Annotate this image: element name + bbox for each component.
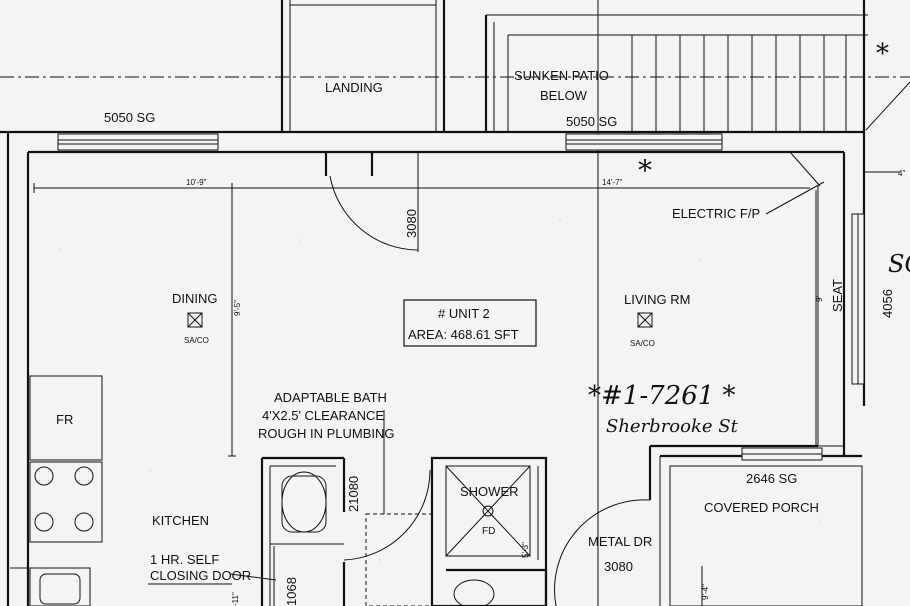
sunken-patio-steps (484, 0, 910, 132)
entry-door-top (324, 152, 419, 252)
sunken-patio-label: SUNKEN PATIO (514, 68, 609, 83)
kitchen-label: KITCHEN (152, 513, 209, 528)
dim-vertical-left-label: 9'-5" (233, 300, 242, 316)
smoke-alarm-living (637, 312, 653, 328)
covered-porch-label: COVERED PORCH (704, 500, 819, 515)
window-top-left (57, 133, 219, 151)
fridge-label: FR (56, 412, 73, 427)
clearance-label: 4'X2.5' CLEARANCE (262, 408, 384, 423)
dim-vertical-right-label: 9' (815, 296, 824, 302)
kitchen-fixtures (10, 375, 103, 606)
dim-shower-label: 5'-3" (521, 542, 530, 558)
unit-title: # UNIT 2 (438, 306, 490, 321)
porch-window-label: 2646 SG (746, 471, 797, 486)
bath-door-label: 21080 (346, 476, 361, 512)
shower (430, 456, 548, 606)
window-top-left-label: 5050 SG (104, 110, 155, 125)
floor-drain-label: FD (482, 526, 495, 537)
sg-edge-label: SG (888, 250, 910, 278)
closing-door-label-1: 1 HR. SELF (150, 552, 219, 567)
clearance-area (365, 513, 433, 606)
dining-sa-label: SA/CO (184, 336, 209, 345)
shower-label: SHOWER (460, 484, 519, 499)
paper-texture (59, 39, 821, 561)
window-top-mid (565, 133, 723, 151)
bay-window-seat (817, 186, 866, 456)
living-label: LIVING RM (624, 292, 690, 307)
note-star-right: * (876, 39, 889, 69)
smoke-alarm-dining (187, 312, 203, 328)
dim-right-label: 14'-7" (602, 178, 623, 187)
unit-title-box (403, 299, 537, 347)
handwritten-note: *#1-7261 * Sherbrooke St * * (588, 39, 889, 437)
door-top-label: 3080 (404, 209, 419, 238)
plumbing-label: ROUGH IN PLUMBING (258, 426, 395, 441)
sunken-patio-below-label: BELOW (540, 88, 588, 103)
electric-fp-label: ELECTRIC F/P (672, 206, 760, 221)
metal-door-size-label: 3080 (604, 559, 633, 574)
adaptable-bath-label: ADAPTABLE BATH (274, 390, 387, 405)
electric-fp-leader (765, 181, 825, 215)
dim-kitchen-label: -11" (231, 592, 240, 606)
unit-area: AREA: 468.61 SFT (408, 327, 519, 342)
seat-label: SEAT (830, 279, 845, 312)
handwritten-line-2: Sherbrooke St (606, 416, 739, 437)
window-right-label: 4056 (880, 289, 895, 318)
closet-door-label: 1068 (284, 577, 299, 606)
covered-porch (659, 447, 863, 606)
dim-small-label: 4" (898, 169, 905, 178)
landing-label: LANDING (325, 80, 383, 95)
closing-door-label-2: CLOSING DOOR (150, 568, 251, 583)
handwritten-line-1: *#1-7261 * (588, 381, 736, 411)
dimension-lines (33, 171, 900, 606)
metal-door-label: METAL DR (588, 534, 652, 549)
window-top-mid-label: 5050 SG (566, 114, 617, 129)
living-sa-label: SA/CO (630, 339, 655, 348)
bathroom-walls (229, 456, 346, 606)
dim-porch-label: 9'-4" (701, 584, 710, 600)
metal-door (544, 444, 818, 606)
note-star-top: * (638, 154, 652, 187)
landing-structure (280, 0, 446, 132)
bath-door (343, 410, 431, 561)
dining-label: DINING (172, 291, 218, 306)
dim-left-label: 10'-9" (186, 178, 207, 187)
exterior-walls (0, 130, 866, 606)
